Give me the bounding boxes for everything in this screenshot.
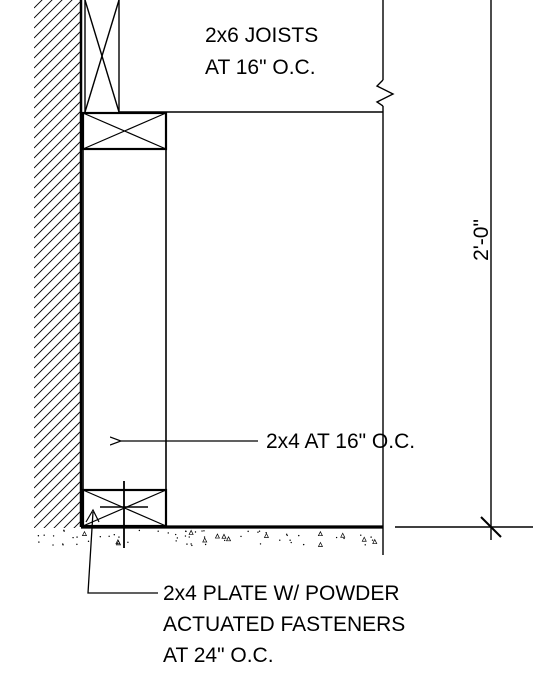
upper-stud-block: [84, 0, 120, 113]
joists-label-line2: AT 16" O.C.: [205, 56, 316, 79]
wall-hatch: [34, 0, 82, 528]
joists-label-line1: 2x6 JOISTS: [205, 24, 318, 47]
top-blocking: [81, 111, 168, 151]
studs-label: 2x4 AT 16" O.C.: [266, 430, 415, 453]
slab-stipple: [37, 529, 378, 547]
plate-leader-line: [87, 511, 158, 594]
dimension-line: [395, 0, 533, 540]
plate-label-line1: 2x4 PLATE W/ POWDER: [163, 582, 400, 605]
plate-leader-arrowhead: [85, 508, 100, 523]
plate-label-line3: AT 24" O.C.: [163, 644, 274, 667]
fastener-icon: [100, 481, 148, 548]
stud-lines: [82, 112, 384, 555]
plate-label-line2: ACTUATED FASTENERS: [163, 613, 405, 636]
dimension-label: 2'-0": [470, 219, 493, 261]
